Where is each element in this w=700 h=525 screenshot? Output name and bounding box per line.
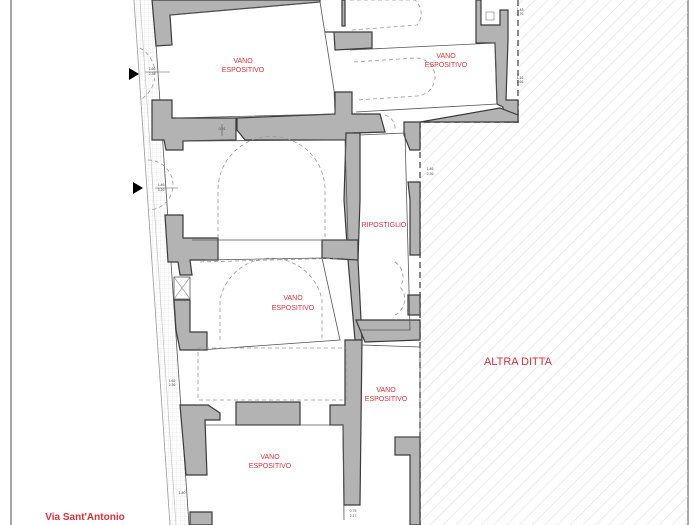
svg-text:VANO: VANO: [376, 387, 396, 394]
walls: [151, 0, 519, 525]
svg-text:1.66: 1.66: [149, 67, 156, 71]
fixture: [485, 11, 495, 21]
room-outlines: [169, 1, 498, 521]
neighbor-area: [419, 0, 688, 525]
svg-text:1.46: 1.46: [427, 167, 434, 171]
svg-text:3.26: 3.26: [158, 188, 165, 192]
entrance-arrow-icon: [133, 182, 143, 194]
svg-text:ESPOSITIVO: ESPOSITIVO: [365, 396, 408, 403]
room-label-2: VANO ESPOSITIVO: [425, 53, 468, 69]
svg-text:VANO: VANO: [283, 295, 303, 302]
svg-text:ESPOSITIVO: ESPOSITIVO: [249, 463, 292, 470]
svg-text:1.80: 1.80: [179, 491, 186, 495]
svg-text:VANO: VANO: [233, 58, 253, 65]
neighbor-label: ALTRA DITTA: [484, 356, 553, 368]
room-label-6: VANO ESPOSITIVO: [249, 454, 292, 470]
street-label: Via Sant'Antonio: [45, 512, 124, 523]
svg-text:VANO: VANO: [436, 53, 456, 60]
svg-text:1.48: 1.48: [517, 8, 524, 12]
svg-text:ESPOSITIVO: ESPOSITIVO: [272, 305, 315, 312]
room-label-4: VANO ESPOSITIVO: [272, 295, 315, 312]
svg-text:2.66: 2.66: [517, 80, 524, 84]
svg-text:0.91: 0.91: [219, 127, 226, 131]
svg-text:2.17: 2.17: [350, 514, 357, 518]
svg-text:ESPOSITIVO: ESPOSITIVO: [222, 67, 265, 74]
svg-text:1.16: 1.16: [517, 76, 524, 80]
sidewalk: [133, 0, 190, 525]
room-label-5: VANO ESPOSITIVO: [365, 387, 408, 403]
svg-text:1.46: 1.46: [158, 183, 165, 187]
svg-text:RIPOSTIGLIO: RIPOSTIGLIO: [362, 222, 407, 229]
vault-outlines: [197, 0, 436, 401]
svg-text:2.26: 2.26: [427, 172, 434, 176]
svg-text:2.34: 2.34: [149, 72, 156, 76]
svg-text:1.62: 1.62: [169, 379, 176, 383]
room-label-3: RIPOSTIGLIO: [362, 222, 407, 229]
svg-text:0.75: 0.75: [350, 509, 357, 513]
svg-text:2.36: 2.36: [169, 383, 176, 387]
dimension-marks: 1.662.34 1.463.26 0.91 1.622.36 1.80 0.7…: [145, 8, 523, 518]
svg-text:2.76: 2.76: [517, 12, 524, 16]
svg-text:VANO: VANO: [260, 454, 280, 461]
entrance-arrow-icon: [129, 68, 139, 80]
svg-text:ESPOSITIVO: ESPOSITIVO: [425, 62, 468, 69]
room-label-1: VANO ESPOSITIVO: [222, 58, 265, 74]
doors: [139, 11, 495, 316]
